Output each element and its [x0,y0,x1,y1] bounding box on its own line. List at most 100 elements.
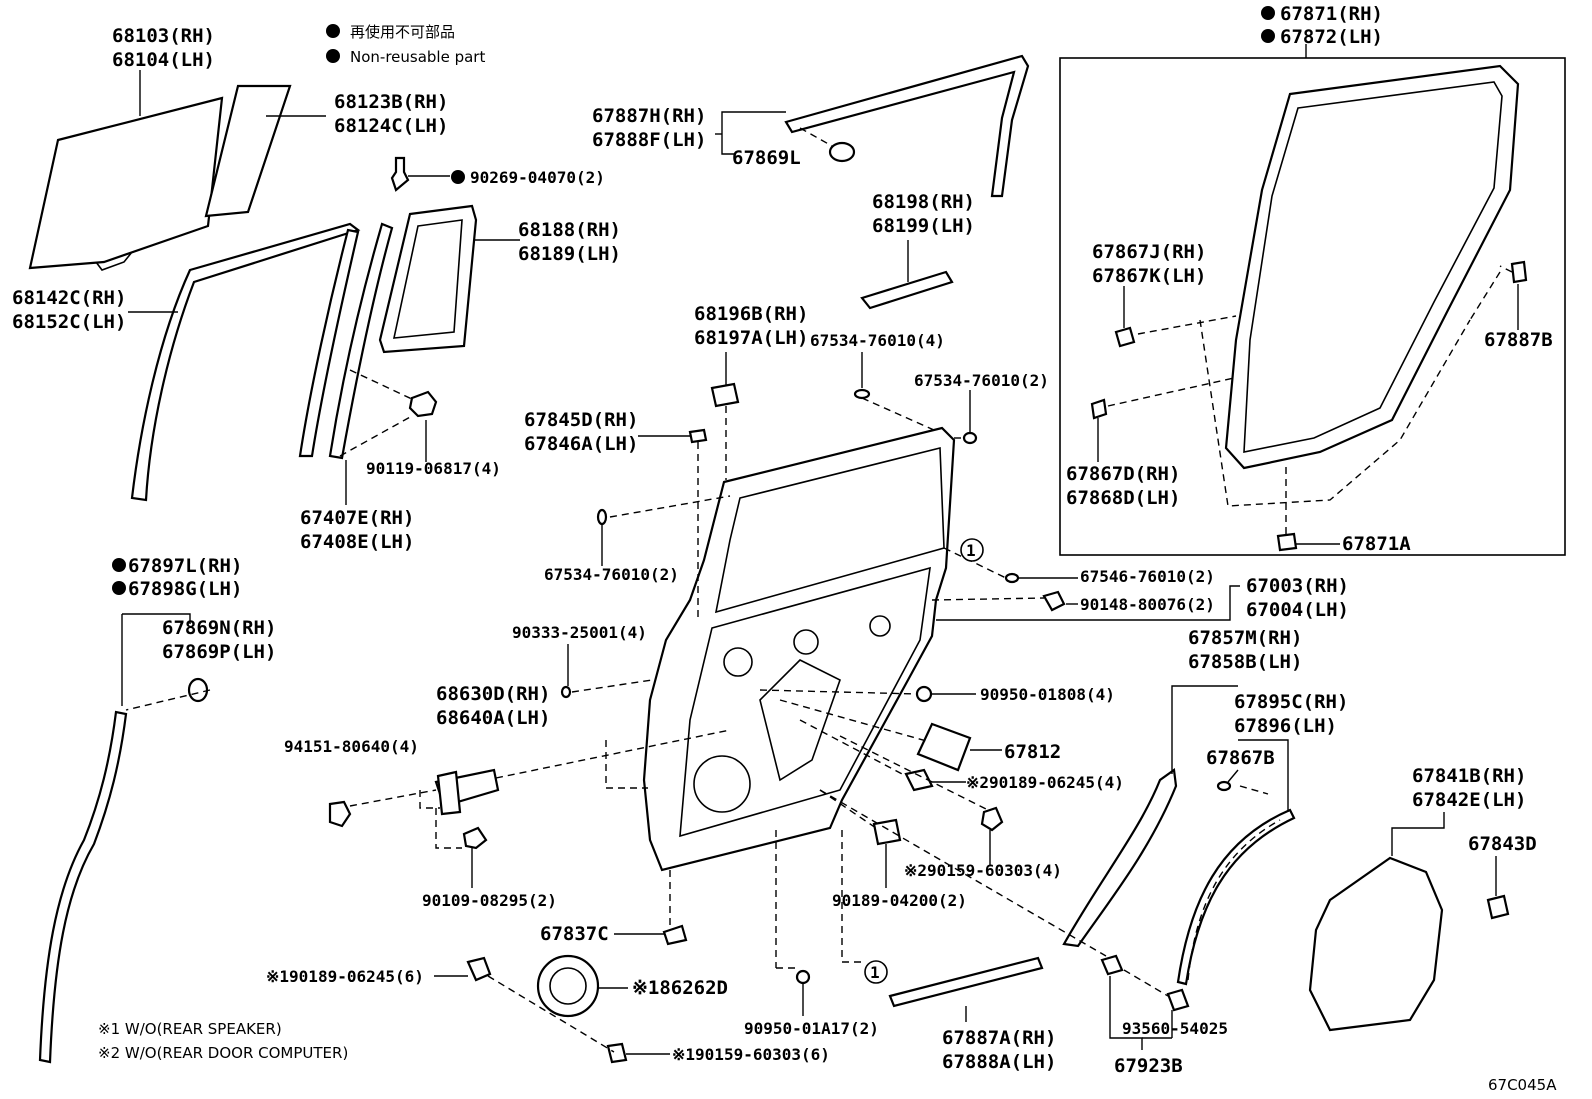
label-67871A: 67871A [1342,533,1411,555]
label-67869N: 67869N(RH) [162,617,276,639]
label-67871: 67871(RH) [1280,3,1383,25]
run-channel-part [130,222,361,502]
label-67872: 67872(LH) [1280,26,1383,48]
non-reusable-dot-icon [326,49,340,63]
label-68152C: 68152C(LH) [12,311,126,333]
clip-67867J-part [1114,326,1136,348]
label-67869P: 67869P(LH) [162,641,276,663]
clip-90189-part [904,768,934,792]
speaker-part [536,954,600,1018]
label-67887A: 67887A(RH) [942,1027,1056,1049]
nut-67923B-part [1100,954,1124,976]
label-90159-b: ※190159-60303(6) [672,1045,830,1064]
label-67923B: 67923B [1114,1055,1183,1077]
legend-jp-label: 再使用不可部品 [350,23,455,41]
label-68197A: 68197A(LH) [694,327,808,349]
label-90119: 90119-06817(4) [366,459,501,478]
plug-67546-part [1004,572,1020,584]
legend: 再使用不可部品 Non-reusable part [326,23,485,66]
label-67898G: 67898G(LH) [128,578,242,600]
clip-67869L-part [828,141,856,163]
label-68640A: 68640A(LH) [436,707,550,729]
label-67003: 67003(RH) [1246,575,1349,597]
belt-molding-part [888,956,1044,1008]
label-67858B: 67858B(LH) [1188,651,1302,673]
quarter-window-frame-part [378,204,478,354]
rear-pillar-molding-part [1062,768,1178,948]
clip-90189c-part [466,956,492,982]
label-86262D: ※186262D [632,977,728,999]
label-67812: 67812 [1004,741,1061,763]
legend-en-label: Non-reusable part [350,48,485,66]
nut-94151-part [328,800,352,828]
label-67887H: 67887H(RH) [592,105,706,127]
clip-67871A-part [1276,532,1298,552]
non-reusable-dot-icon [451,170,465,184]
hole-plug-part [596,508,608,526]
label-67867J: 67867J(RH) [1092,241,1206,263]
callout-label: 1 [966,541,976,560]
weatherstrip-outline [1199,319,1471,507]
quarter-glass-part [204,84,292,218]
footnote-2: ※2 W/O(REAR DOOR COMPUTER) [98,1044,348,1062]
label-67842E: 67842E(LH) [1412,789,1526,811]
label-90950-a: 90950-01808(4) [980,685,1115,704]
leader-lines [121,44,1519,1055]
screw-90159-part [980,806,1004,832]
label-67867D: 67867D(RH) [1066,463,1180,485]
label-90950-b: 90950-01A17(2) [744,1019,879,1038]
non-reusable-dot-icon [112,558,126,572]
division-bar-part-2 [328,222,394,460]
label-67004: 67004(LH) [1246,599,1349,621]
label-67887B: 67887B [1484,329,1553,351]
callout-1-upper: 1 [960,538,984,562]
footnote-1: ※1 W/O(REAR SPEAKER) [98,1020,282,1038]
label-67895C: 67895C(RH) [1234,691,1348,713]
label-90189-c: ※190189-06245(6) [266,967,424,986]
label-67534-a: 67534-76010(4) [810,331,945,350]
label-67408E: 67408E(LH) [300,531,414,553]
label-67869L: 67869L [732,147,801,169]
bolt-90148-part [1042,590,1066,612]
label-67546: 67546-76010(2) [1080,567,1215,586]
cover-part [710,382,740,408]
clip-67869N-part [187,677,209,703]
hole-plug-part [962,431,978,445]
division-bar-part [298,228,360,458]
label-90109: 90109-08295(2) [422,891,557,910]
door-weatherstrip-part [1224,64,1520,470]
door-weatherstrip-inner [1243,81,1503,453]
label-67837C: 67837C [540,923,609,945]
label-67846A: 67846A(LH) [524,433,638,455]
door-inner-panel [679,566,931,838]
door-service-hole [869,615,891,637]
part-labels: 68103(RH) 68104(LH) 68123B(RH) 68124C(LH… [12,3,1553,1077]
label-90269: 90269-04070(2) [470,168,605,187]
door-service-hole [723,647,753,677]
label-90333: 90333-25001(4) [512,623,647,642]
label-67841B: 67841B(RH) [1412,765,1526,787]
label-90159-a: ※290159-60303(4) [904,861,1062,880]
clip-67867B-part [1216,780,1232,792]
rear-door-weatherstrip-part [38,710,128,1064]
non-reusable-markers [112,6,1275,595]
quarter-window-frame-inner [392,219,463,339]
door-internal-link [759,659,841,782]
callout-1-lower: 1 [864,960,888,984]
label-68103: 68103(RH) [112,25,215,47]
label-67888F: 67888F(LH) [592,129,706,151]
label-90189-a: ※290189-06245(4) [966,773,1124,792]
label-68199: 68199(LH) [872,215,975,237]
label-67534-b: 67534-76010(2) [914,371,1049,390]
label-90189-b: 90189-04200(2) [832,891,967,910]
bolt-part [408,390,438,418]
wheel-arch-outline [1187,819,1281,981]
label-67888A: 67888A(LH) [942,1051,1056,1073]
weatherstrip-detail-frame [1059,57,1566,556]
clip-67887B-part [1510,260,1528,284]
door-glass-part [28,96,224,270]
label-67843D: 67843D [1468,833,1537,855]
door-panel-part [642,426,956,872]
clip-90189b-part [872,818,902,846]
clip-90950b-part [795,969,811,985]
